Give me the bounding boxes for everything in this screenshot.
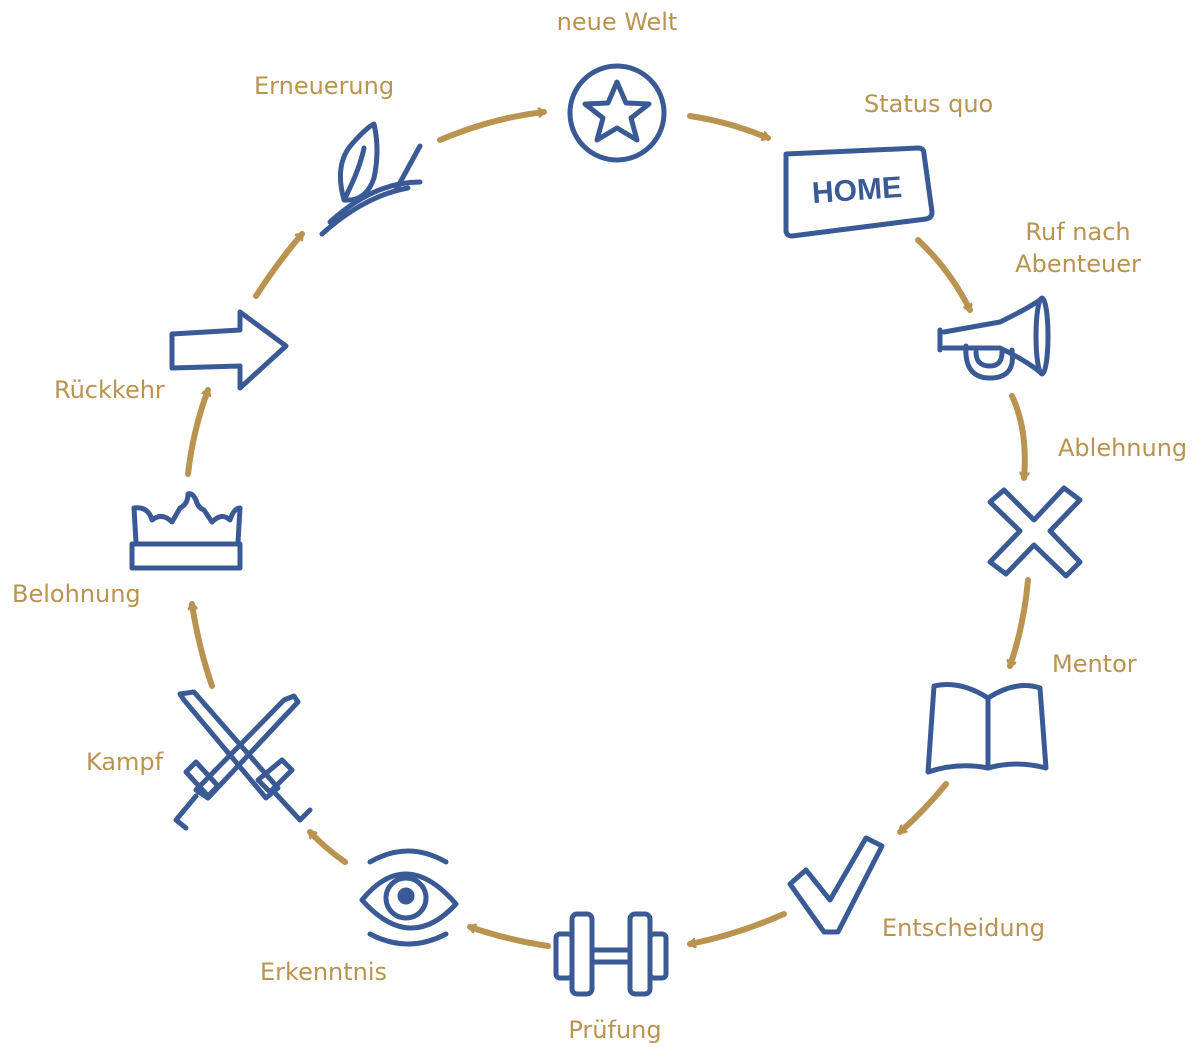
home-sign-icon: HOME [783,145,935,239]
crown-icon [129,491,243,571]
label-mentor: Mentor [1052,650,1137,678]
label-ruf-nach-abenteuer: Ruf nach Abenteuer [988,216,1168,280]
label-erkenntnis: Erkenntnis [260,958,388,986]
sprout-icon [319,121,423,237]
arrow-kampf-to-belohnung [192,601,215,689]
arrow-mentor-to-entscheidung [897,781,949,835]
checkmark-icon [787,835,885,935]
crossed-swords-icon [173,689,313,831]
star-circle-icon [567,63,667,163]
arrow-pruefung-to-erkenntnis [467,927,551,949]
arrow-belohnung-to-rueckkehr [185,387,208,477]
label-status-quo: Status quo [864,90,994,118]
arrow-ablehnung-to-mentor [1010,577,1031,669]
label-rueckkehr: Rückkehr [54,376,165,404]
arrow-rueckkehr-to-erneuerung [253,231,305,299]
x-icon [987,485,1083,579]
home-sign-text: HOME [811,171,903,210]
eye-icon [359,848,459,947]
label-ruf-nach-line2: Abenteuer [1015,250,1141,278]
arrow-neue-welt-to-status-quo [687,113,771,138]
label-ablehnung: Ablehnung [1058,434,1188,462]
arrow-ruf-to-ablehnung [1009,393,1025,481]
arrow-erkenntnis-to-kampf [307,829,348,865]
arrow-erneuerung-to-neue-welt [437,112,547,143]
arrow-entscheidung-to-pruefung [687,911,787,944]
label-erneuerung: Erneuerung [254,72,395,100]
label-kampf: Kampf [86,748,164,776]
dumbbell-icon [553,911,669,997]
label-neue-welt: neue Welt [556,8,678,36]
book-icon [925,682,1049,775]
label-entscheidung: Entscheidung [882,914,1046,942]
label-belohnung: Belohnung [12,580,141,608]
arrow-status-quo-to-ruf [915,237,973,313]
arrow-right-icon [169,309,289,391]
label-ruf-nach-line1: Ruf nach [1025,218,1131,246]
label-pruefung: Prüfung [568,1016,662,1044]
horn-icon [937,295,1051,381]
